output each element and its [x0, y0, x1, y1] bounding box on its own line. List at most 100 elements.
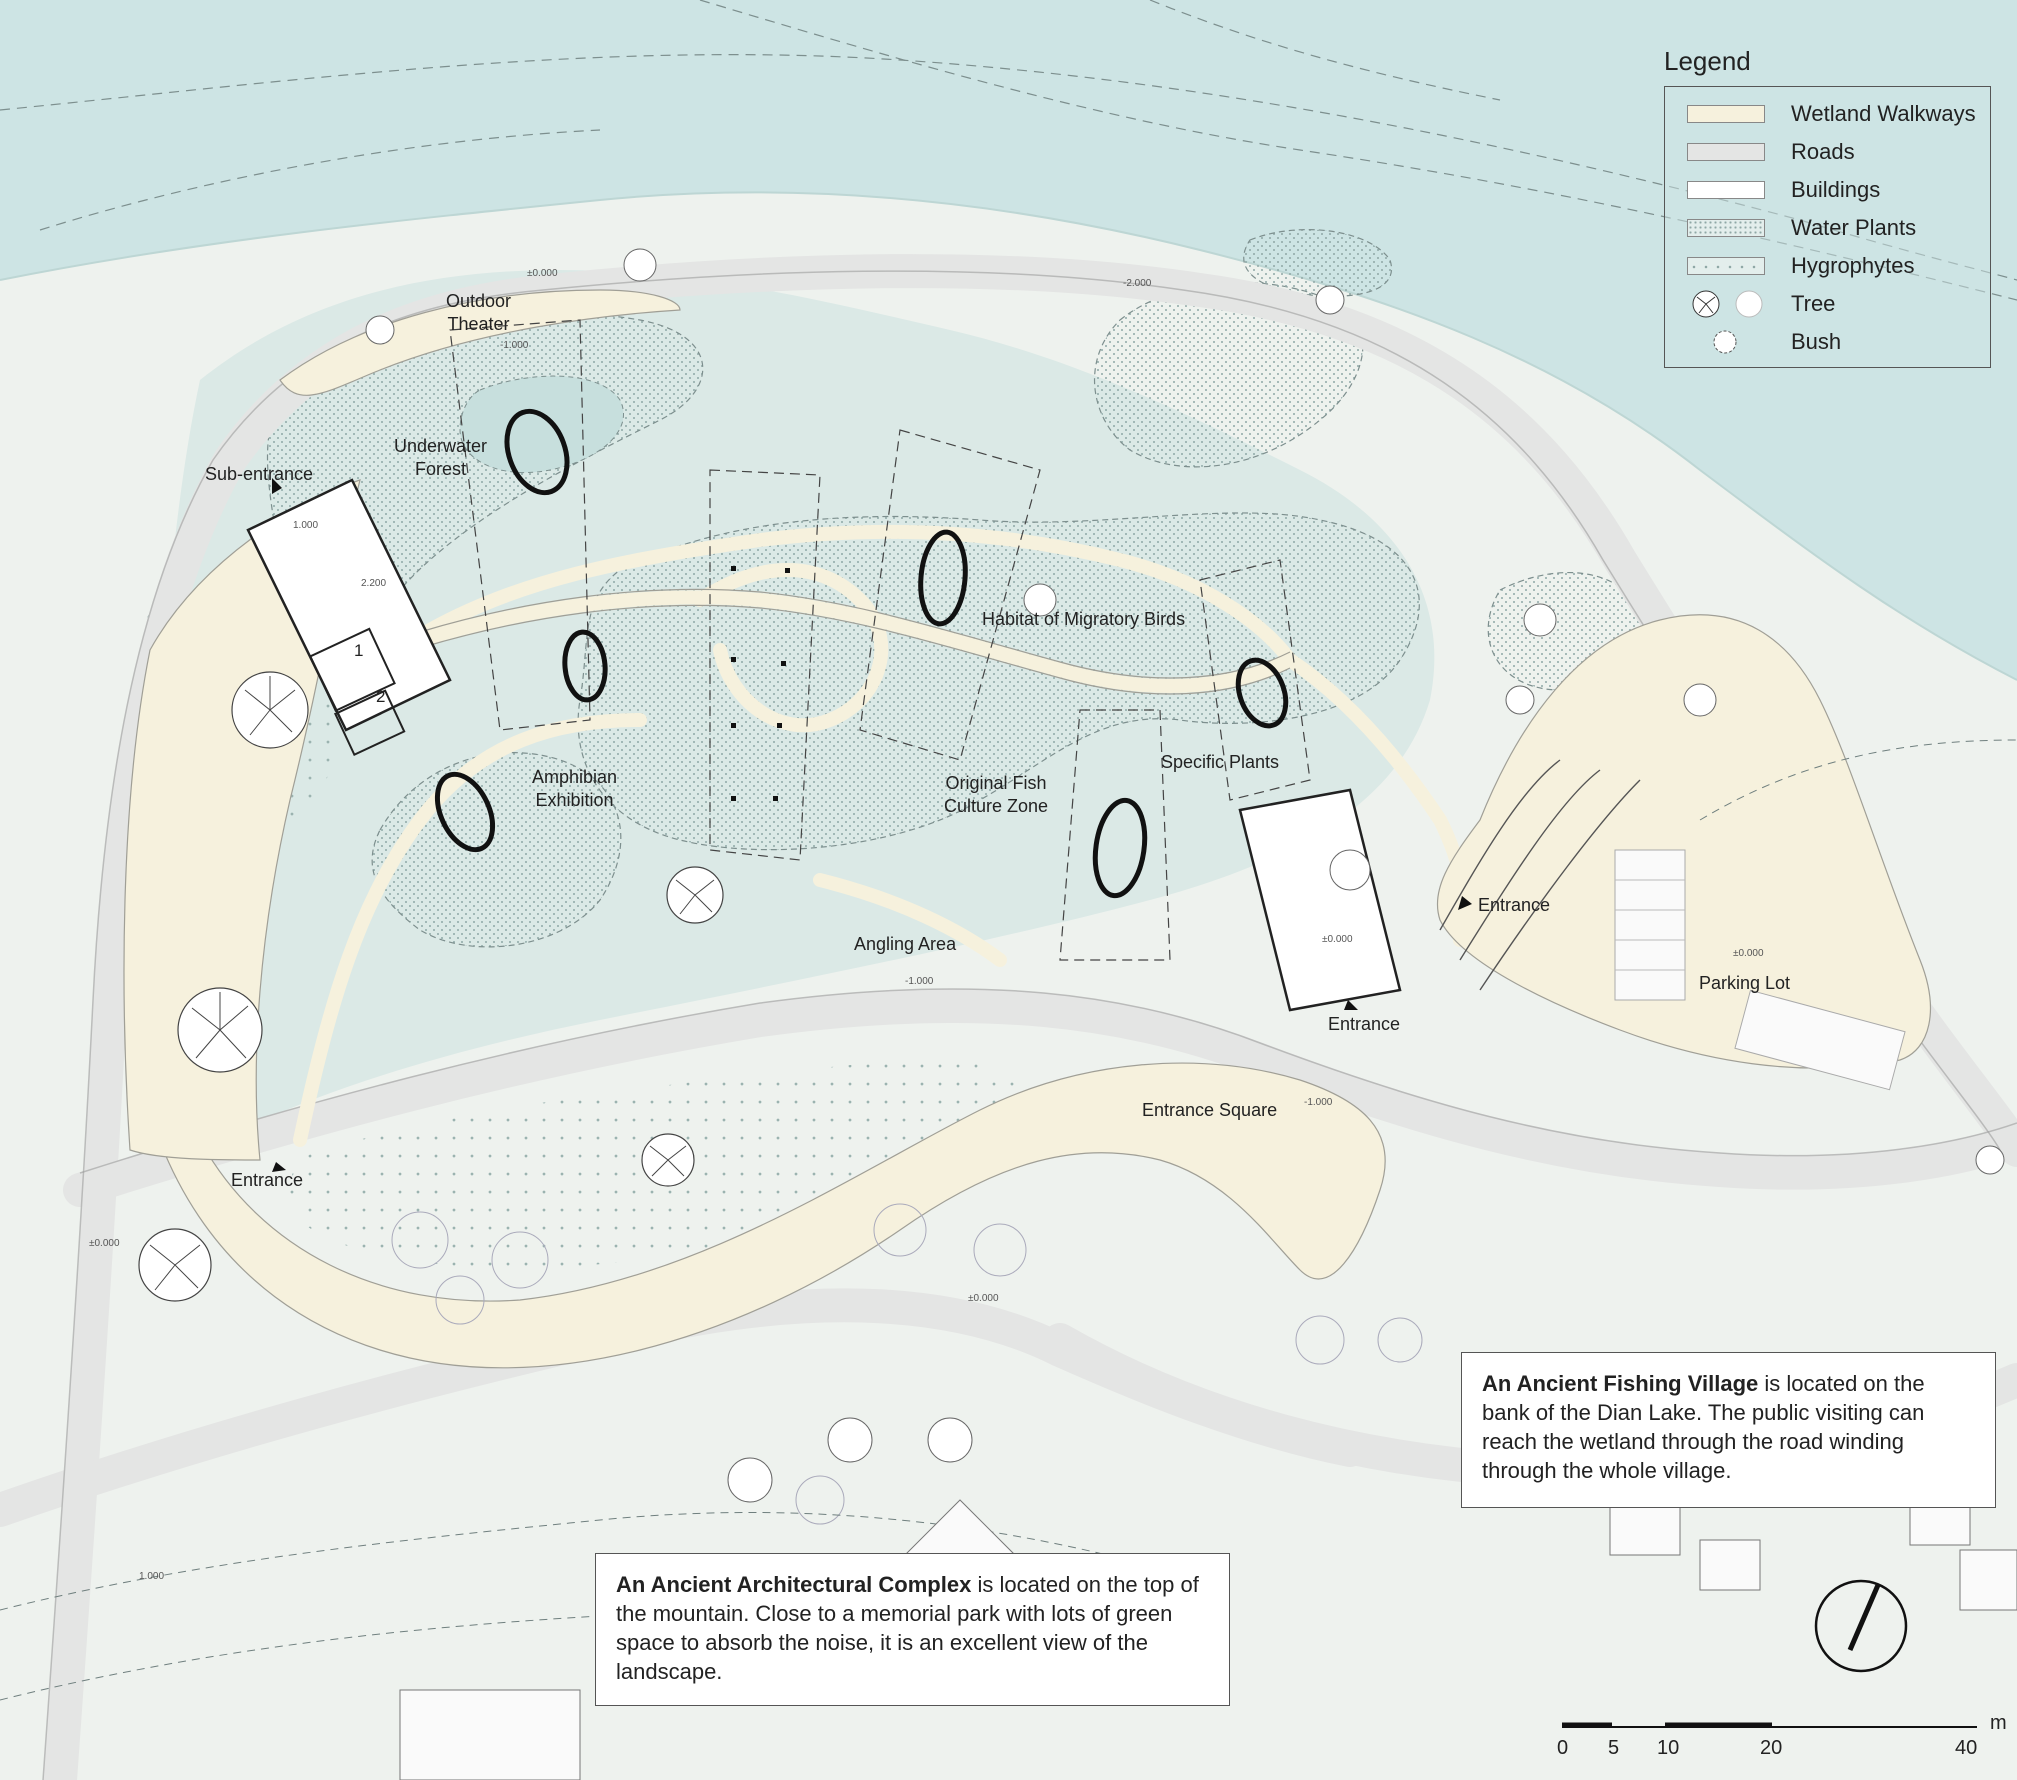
room-2-label: 2 — [376, 687, 386, 706]
north-arrow — [1814, 1579, 1908, 1673]
legend-item-hygrophytes: Hygrophytes — [1683, 251, 1983, 281]
fishing-village-text: is located on the bank of the Dian Lake.… — [1482, 1371, 1925, 1483]
legend-item-buildings: Buildings — [1683, 175, 1983, 205]
fishing-village-title: An Ancient Fishing Village — [1482, 1371, 1759, 1396]
bush-symbol — [1523, 603, 1557, 637]
legend-title: Legend — [1664, 46, 1751, 76]
elevation-mark: ±0.000 — [527, 268, 558, 279]
scale-tick-5: 5 — [1608, 1737, 1620, 1759]
walkway-angling — [813, 873, 1007, 967]
bush-icon — [1713, 330, 1737, 354]
amphibian-exhibition-label: Amphibian Exhibition — [532, 767, 618, 810]
scale-bar — [1562, 1722, 1977, 1728]
outdoor-theater — [279, 289, 681, 396]
architectural-complex-note: An Ancient Architectural Complex is loca… — [595, 1553, 1230, 1706]
elevation-mark: 1.000 — [139, 1571, 165, 1582]
bush-symbol — [1683, 683, 1717, 717]
sub-entrance-arrow — [272, 478, 282, 494]
fish-culture-zone-label: Original Fish Culture Zone — [944, 773, 1049, 816]
room-1 — [308, 627, 396, 713]
scale-tick-20: 20 — [1760, 1737, 1783, 1759]
lake-shore-line — [0, 191, 2017, 681]
scale-tick-10: 10 — [1657, 1737, 1680, 1759]
observation-point — [1092, 797, 1148, 899]
scale-tick-40: 40 — [1955, 1737, 1978, 1759]
elevation-mark: 2.200 — [361, 578, 387, 589]
elevation-mark: ±0.000 — [1322, 934, 1353, 945]
zone-frame — [1199, 559, 1311, 801]
zone-frame — [449, 319, 591, 731]
scale-unit: m — [1990, 1712, 2007, 1734]
legend-label: Hygrophytes — [1791, 253, 1915, 278]
architectural-complex-text: is located on the top of the mountain. C… — [616, 1572, 1199, 1684]
parking-row — [1614, 849, 1686, 1001]
village-building — [898, 1499, 1022, 1561]
zone-frame — [1059, 709, 1171, 961]
legend-label: Tree — [1791, 291, 1836, 316]
elevation-mark: -1.000 — [500, 340, 529, 351]
fishing-village-note: An Ancient Fishing Village is located on… — [1461, 1352, 1996, 1508]
legend-item-tree: Tree — [1683, 289, 1983, 319]
elevation-mark: -1.000 — [1304, 1097, 1333, 1108]
entrance-south-label: Entrance — [1328, 1014, 1401, 1034]
elevation-mark: -2.000 — [1123, 278, 1152, 289]
entrance-square — [129, 999, 1386, 1369]
entrance-west-label: Entrance — [231, 1170, 304, 1190]
room-2 — [333, 689, 406, 757]
zone-frame — [709, 469, 821, 861]
parking-row — [1734, 989, 1906, 1091]
walkway-swatch — [1687, 105, 1765, 123]
elevation-mark: -1.000 — [905, 976, 934, 987]
observation-point — [918, 529, 968, 627]
observation-point — [434, 771, 496, 853]
bush-symbol — [623, 248, 657, 282]
architectural-complex-title: An Ancient Architectural Complex — [616, 1572, 972, 1597]
legend-label: Roads — [1791, 139, 1855, 164]
entrance-east-label: Entrance — [1478, 895, 1551, 915]
legend-item-wetland-walkways: Wetland Walkways — [1683, 99, 1983, 129]
building-swatch — [1687, 181, 1765, 199]
bush-symbol — [727, 1457, 773, 1503]
entrance-square-label: Entrance Square — [1142, 1100, 1278, 1120]
water-plants-swatch — [1687, 219, 1765, 237]
room-1-label: 1 — [354, 641, 364, 660]
lake — [0, 0, 2017, 680]
entrance-south-arrow — [1344, 1000, 1358, 1010]
hygrophytes-swatch — [1687, 257, 1765, 275]
village-building — [1609, 1499, 1681, 1556]
bush-symbol — [1505, 685, 1535, 715]
road-swatch — [1687, 143, 1765, 161]
outdoor-theater-label: Outdoor Theater — [446, 291, 512, 334]
water-plants-patch — [1243, 229, 1393, 297]
building-east — [1238, 788, 1402, 1012]
parking-area — [1436, 614, 1931, 1069]
angling-area-label: Angling Area — [854, 934, 957, 954]
village-building — [1699, 1539, 1761, 1591]
sub-entrance-label: Sub-entrance — [205, 464, 314, 484]
walkway-south — [293, 713, 647, 1147]
elevation-mark: 1.000 — [293, 520, 319, 531]
legend-item-bush: Bush — [1683, 327, 1983, 357]
legend-label: Wetland Walkways — [1791, 101, 1976, 126]
walkway-upper — [423, 524, 1297, 667]
entrance-west-arrow — [272, 1162, 286, 1172]
elevation-mark: ±0.000 — [1733, 948, 1764, 959]
tree-icon — [1692, 290, 1763, 318]
bush-symbol — [365, 315, 395, 345]
entrance-east-arrow — [1458, 896, 1472, 910]
scale-tick-0: 0 — [1557, 1737, 1569, 1759]
legend-label: Bush — [1791, 329, 1842, 354]
legend-item-roads: Roads — [1683, 137, 1983, 167]
legend-label: Water Plants — [1791, 215, 1917, 240]
bush-symbol — [927, 1417, 973, 1463]
observation-point — [562, 629, 608, 703]
elevation-mark: ±0.000 — [89, 1238, 120, 1249]
bush-symbol — [1315, 285, 1345, 315]
observation-point — [1235, 657, 1289, 729]
bush-symbol — [1975, 1145, 2005, 1175]
observation-point — [504, 408, 570, 496]
legend-label: Buildings — [1791, 177, 1881, 202]
village-building — [399, 1689, 581, 1780]
legend: Wetland Walkways Roads Buildings Water P… — [1664, 86, 1991, 368]
